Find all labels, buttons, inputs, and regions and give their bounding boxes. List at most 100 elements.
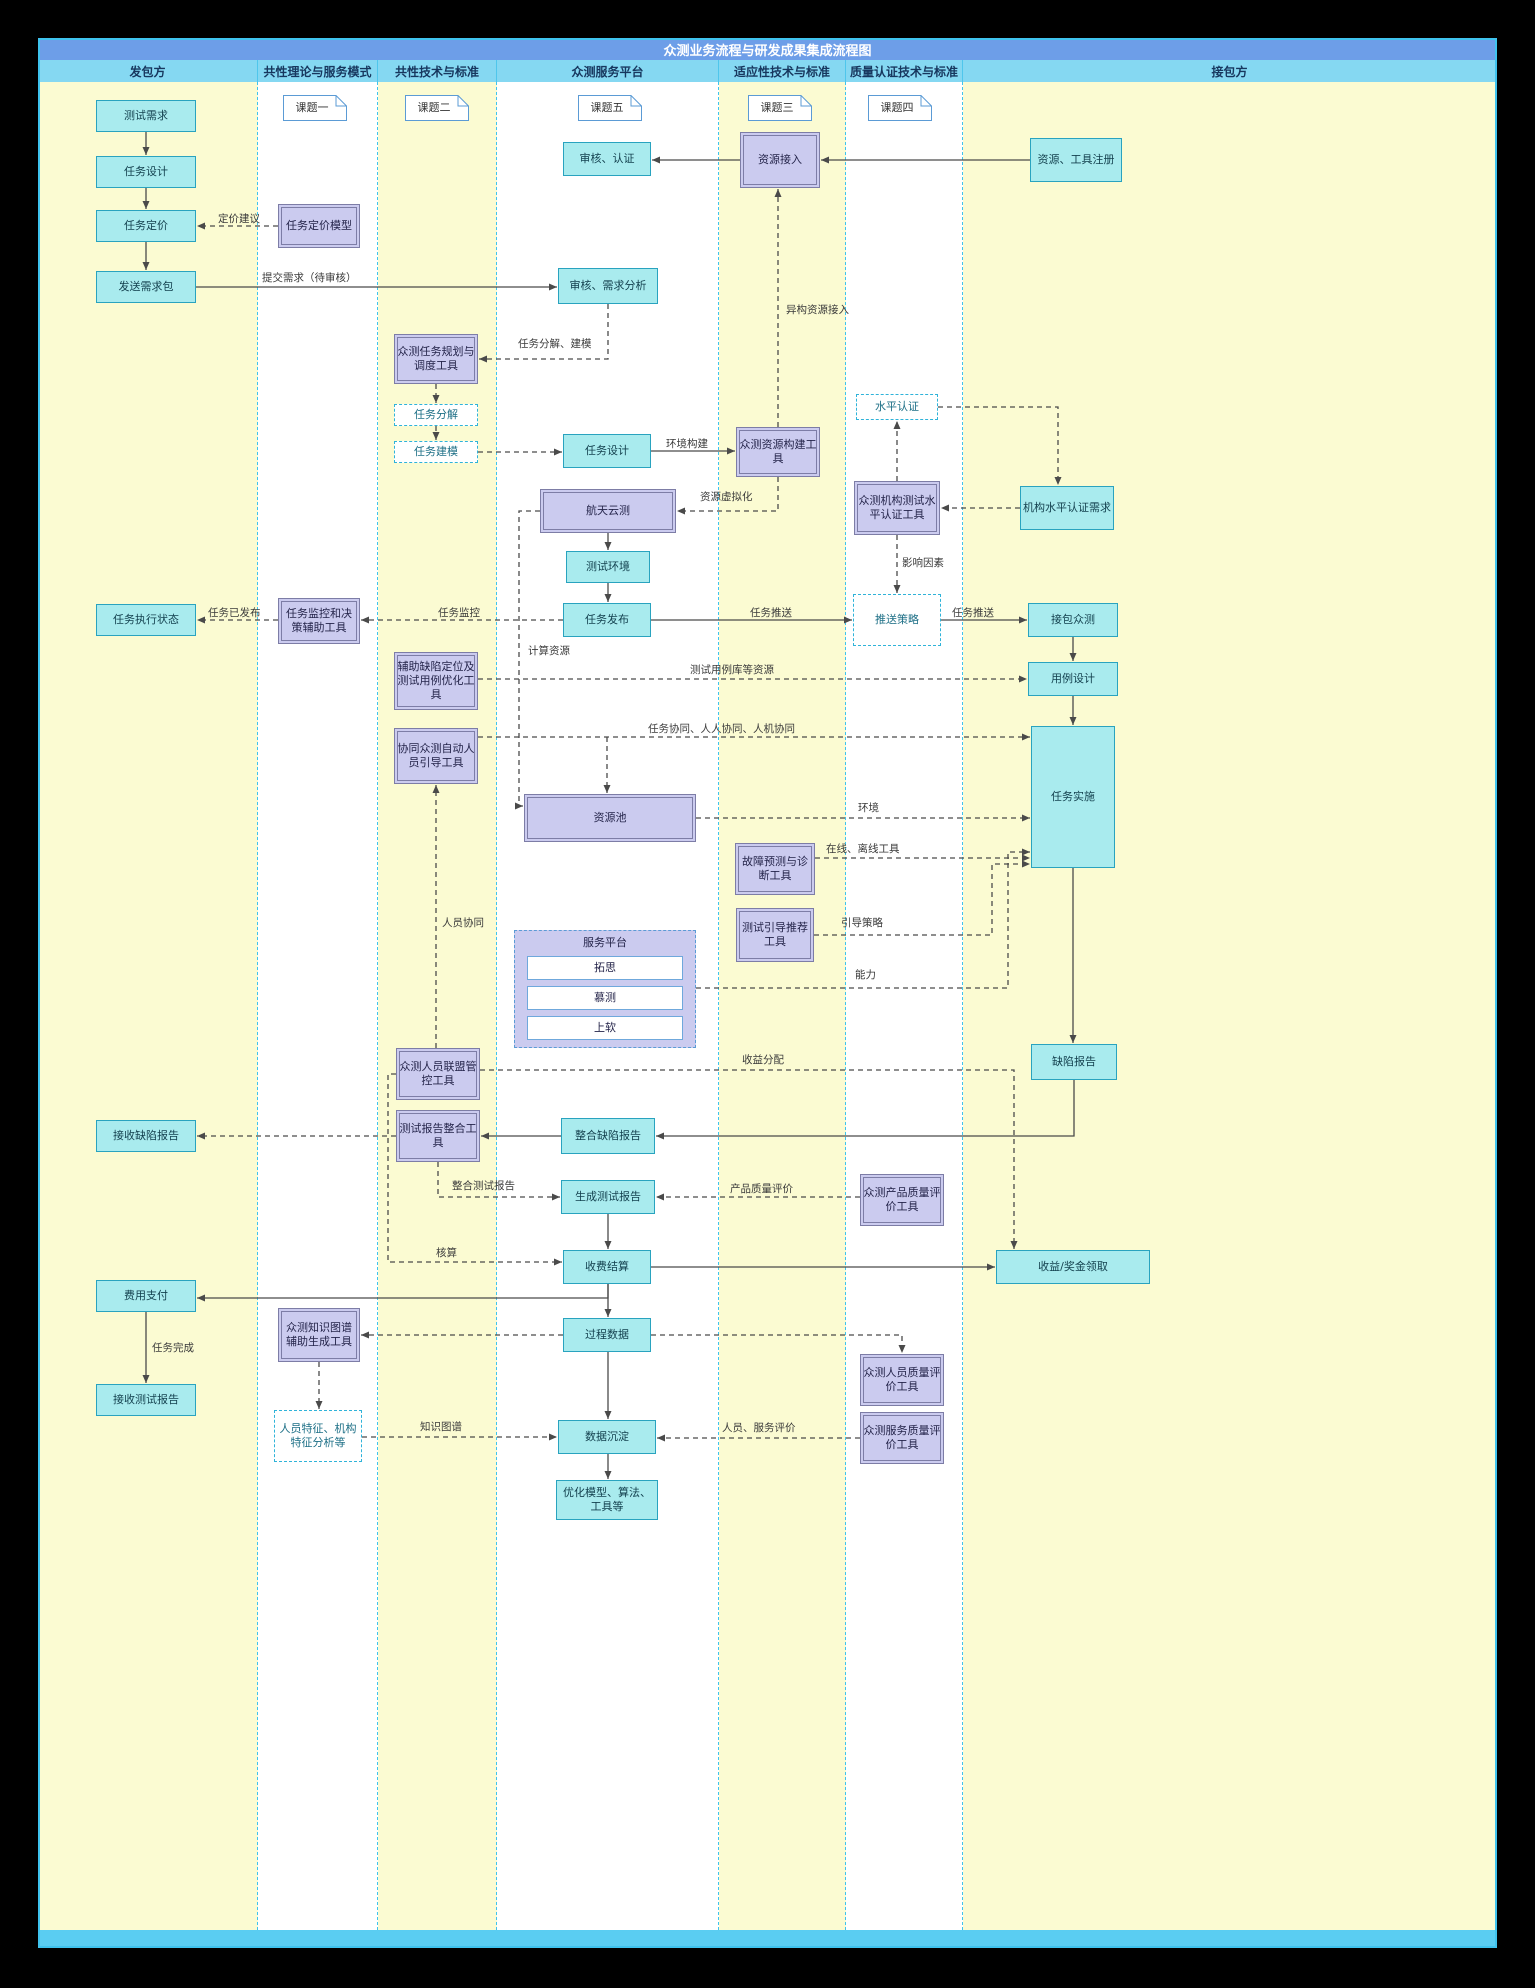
fee-settlement-label: 收费结算 bbox=[585, 1260, 629, 1274]
service-quality-eval-tool[interactable]: 众测服务质量评价工具 bbox=[860, 1412, 944, 1464]
receive-defect-report-label: 接收缺陷报告 bbox=[113, 1129, 179, 1143]
resource-access-label: 资源接入 bbox=[758, 153, 802, 167]
knowledge-graph-tool[interactable]: 众测知识图谱辅助生成工具 bbox=[278, 1308, 360, 1362]
task-plan-schedule-tool-label: 众测任务规划与调度工具 bbox=[397, 345, 475, 372]
usecase-design-label: 用例设计 bbox=[1051, 672, 1095, 686]
accept-crowdtest[interactable]: 接包众测 bbox=[1028, 603, 1118, 637]
test-requirement[interactable]: 测试需求 bbox=[96, 100, 196, 132]
process-data[interactable]: 过程数据 bbox=[563, 1318, 651, 1352]
level-certification[interactable]: 水平认证 bbox=[856, 394, 938, 420]
optimize-models-label: 优化模型、算法、工具等 bbox=[563, 1486, 651, 1513]
person-org-feature-analysis-label: 人员特征、机构特征分析等 bbox=[279, 1422, 357, 1449]
bottom-bar bbox=[38, 1930, 1497, 1948]
lane-header-tech: 共性技术与标准 bbox=[378, 60, 497, 82]
usecase-design[interactable]: 用例设计 bbox=[1028, 662, 1118, 696]
report-merge-tool[interactable]: 测试报告整合工具 bbox=[396, 1110, 480, 1162]
income-bonus-get[interactable]: 收益/奖金领取 bbox=[996, 1250, 1150, 1284]
doc-keti4[interactable]: 课题四 bbox=[868, 95, 932, 121]
edge-label-10: 资源虚拟化 bbox=[700, 491, 753, 503]
task-monitor-decision-tool[interactable]: 任务监控和决策辅助工具 bbox=[278, 598, 360, 644]
edge-label-4: 提交需求（待审核） bbox=[262, 272, 357, 284]
task-decompose[interactable]: 任务分解 bbox=[394, 404, 478, 426]
test-requirement-label: 测试需求 bbox=[124, 109, 168, 123]
resource-build-tool[interactable]: 众测资源构建工具 bbox=[736, 427, 820, 477]
doc-keti2-shape bbox=[405, 95, 469, 121]
resource-pool[interactable]: 资源池 bbox=[524, 794, 696, 842]
lane-header-theory: 共性理论与服务模式 bbox=[258, 60, 378, 82]
task-design-issuer[interactable]: 任务设计 bbox=[96, 156, 196, 188]
edge-label-39: 任务完成 bbox=[152, 1342, 194, 1354]
level-certification-label: 水平认证 bbox=[875, 400, 919, 414]
fee-settlement[interactable]: 收费结算 bbox=[563, 1250, 651, 1284]
platform-tuosi[interactable]: 拓思 bbox=[527, 956, 683, 980]
aerospace-cloud-test[interactable]: 航天云测 bbox=[540, 489, 676, 533]
fault-predict-tool[interactable]: 故障预测与诊断工具 bbox=[735, 843, 815, 895]
crowd-alliance-tool[interactable]: 众测人员联盟管控工具 bbox=[396, 1048, 480, 1100]
task-implementation[interactable]: 任务实施 bbox=[1031, 726, 1115, 868]
crowd-guide-tool[interactable]: 协同众测自动人员引导工具 bbox=[394, 728, 478, 784]
receive-defect-report[interactable]: 接收缺陷报告 bbox=[96, 1120, 196, 1152]
lane-header-platform: 众测服务平台 bbox=[497, 60, 719, 82]
edge-label-31: 收益分配 bbox=[742, 1054, 784, 1066]
org-level-cert-need[interactable]: 机构水平认证需求 bbox=[1020, 486, 1114, 530]
test-guide-recommend-tool[interactable]: 测试引导推荐工具 bbox=[736, 908, 814, 962]
edge-label-34: 产品质量评价 bbox=[730, 1183, 793, 1195]
lane-theory bbox=[258, 82, 378, 1930]
audit-requirement-analysis[interactable]: 审核、需求分析 bbox=[558, 268, 658, 304]
task-modeling-label: 任务建模 bbox=[414, 445, 458, 459]
person-quality-eval-tool-label: 众测人员质量评价工具 bbox=[863, 1366, 941, 1393]
doc-keti5-shape bbox=[578, 95, 642, 121]
edge-label-5: 任务分解、建模 bbox=[518, 338, 592, 350]
defect-locate-optimize-tool-label: 辅助缺陷定位及测试用例优化工具 bbox=[397, 660, 475, 701]
task-execution-status[interactable]: 任务执行状态 bbox=[96, 604, 196, 636]
merge-defect-report-label: 整合缺陷报告 bbox=[575, 1129, 641, 1143]
platform-shangruan[interactable]: 上软 bbox=[527, 1016, 683, 1040]
resource-tool-register-label: 资源、工具注册 bbox=[1037, 153, 1115, 167]
doc-keti2[interactable]: 课题二 bbox=[405, 95, 469, 121]
push-strategy[interactable]: 推送策略 bbox=[853, 594, 941, 646]
task-publish-label: 任务发布 bbox=[585, 613, 629, 627]
resource-tool-register[interactable]: 资源、工具注册 bbox=[1030, 138, 1122, 182]
person-quality-eval-tool[interactable]: 众测人员质量评价工具 bbox=[860, 1354, 944, 1406]
product-quality-eval-tool[interactable]: 众测产品质量评价工具 bbox=[860, 1174, 944, 1226]
test-guide-recommend-tool-label: 测试引导推荐工具 bbox=[742, 921, 808, 948]
task-pricing-model[interactable]: 任务定价模型 bbox=[278, 204, 360, 248]
process-data-label: 过程数据 bbox=[585, 1328, 629, 1342]
task-plan-schedule-tool[interactable]: 众测任务规划与调度工具 bbox=[394, 334, 478, 384]
platform-muce[interactable]: 慕测 bbox=[527, 986, 683, 1010]
edge-label-24: 在线、离线工具 bbox=[826, 843, 900, 855]
defect-report[interactable]: 缺陷报告 bbox=[1031, 1044, 1117, 1080]
doc-keti3[interactable]: 课题三 bbox=[748, 95, 812, 121]
merge-defect-report[interactable]: 整合缺陷报告 bbox=[561, 1118, 655, 1154]
task-publish[interactable]: 任务发布 bbox=[563, 603, 651, 637]
edge-label-25: 引导策略 bbox=[841, 917, 883, 929]
test-environment-label: 测试环境 bbox=[586, 560, 630, 574]
data-deposit[interactable]: 数据沉淀 bbox=[558, 1420, 656, 1454]
resource-access[interactable]: 资源接入 bbox=[740, 132, 820, 188]
edge-label-32: 人员协同 bbox=[442, 917, 484, 929]
org-test-level-cert-tool[interactable]: 众测机构测试水平认证工具 bbox=[854, 481, 940, 535]
doc-keti4-label: 课题四 bbox=[880, 101, 914, 115]
lane-receiver bbox=[963, 82, 1497, 1930]
task-modeling[interactable]: 任务建模 bbox=[394, 441, 478, 463]
receive-test-report[interactable]: 接收测试报告 bbox=[96, 1384, 196, 1416]
generate-test-report-label: 生成测试报告 bbox=[575, 1190, 641, 1204]
person-org-feature-analysis[interactable]: 人员特征、机构特征分析等 bbox=[274, 1410, 362, 1462]
task-design-issuer-label: 任务设计 bbox=[124, 165, 168, 179]
edge-label-13: 任务监控 bbox=[438, 607, 480, 619]
defect-locate-optimize-tool[interactable]: 辅助缺陷定位及测试用例优化工具 bbox=[394, 652, 478, 710]
doc-keti5[interactable]: 课题五 bbox=[578, 95, 642, 121]
doc-keti1[interactable]: 课题一 bbox=[283, 95, 347, 121]
task-pricing[interactable]: 任务定价 bbox=[96, 210, 196, 242]
optimize-models[interactable]: 优化模型、算法、工具等 bbox=[556, 1480, 658, 1520]
generate-test-report[interactable]: 生成测试报告 bbox=[561, 1180, 655, 1214]
test-environment[interactable]: 测试环境 bbox=[566, 551, 650, 583]
audit-certification[interactable]: 审核、认证 bbox=[563, 142, 651, 176]
lane-header-receiver: 接包方 bbox=[963, 60, 1497, 82]
task-design-platform[interactable]: 任务设计 bbox=[563, 434, 651, 468]
send-requirement-package[interactable]: 发送需求包 bbox=[96, 271, 196, 303]
fee-payment[interactable]: 费用支付 bbox=[96, 1280, 196, 1312]
service-quality-eval-tool-label: 众测服务质量评价工具 bbox=[863, 1424, 941, 1451]
product-quality-eval-tool-label: 众测产品质量评价工具 bbox=[863, 1186, 941, 1213]
